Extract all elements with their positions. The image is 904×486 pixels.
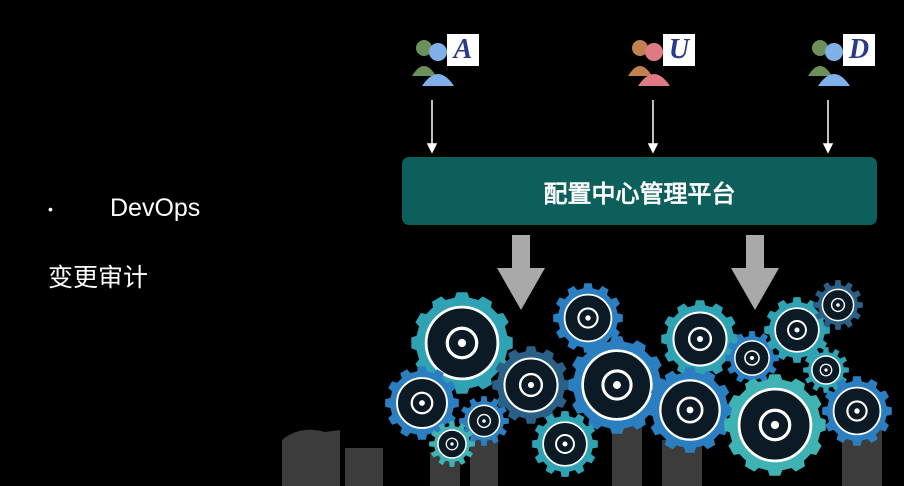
user-a: A bbox=[410, 34, 486, 86]
bullet-dot: • bbox=[48, 200, 53, 217]
bullet-text: DevOps bbox=[110, 194, 201, 222]
arrow-head-u bbox=[647, 143, 659, 154]
user-letter: A bbox=[447, 34, 479, 66]
users-icon bbox=[808, 40, 850, 86]
gear-pencil-icon bbox=[532, 411, 598, 477]
gear-clipboard-icon bbox=[492, 346, 570, 424]
arrow-head-a bbox=[426, 143, 438, 154]
gear-puzzle-icon bbox=[803, 347, 849, 393]
users-icon bbox=[628, 40, 670, 86]
gear-target-icon bbox=[568, 336, 666, 434]
gear-calendar-icon bbox=[661, 300, 739, 378]
user-d: D bbox=[806, 34, 882, 86]
gear-lightbulb-icon bbox=[411, 292, 513, 394]
gear-handshake-icon bbox=[724, 374, 826, 476]
arrow-head-d bbox=[822, 143, 834, 154]
config-platform-box: 配置中心管理平台 bbox=[402, 157, 877, 225]
down-arrow-right bbox=[731, 235, 779, 310]
users-icon bbox=[412, 40, 454, 86]
user-letter: U bbox=[663, 34, 695, 66]
gear-bar-chart-icon bbox=[553, 283, 623, 353]
user-u: U bbox=[626, 34, 702, 86]
down-arrow-left bbox=[497, 235, 545, 310]
user-letter: D bbox=[843, 34, 875, 66]
subtext: 变更审计 bbox=[48, 264, 149, 292]
bullet-item: • DevOps bbox=[48, 194, 200, 223]
gear-monitor-icon bbox=[813, 280, 863, 330]
gear-megaphone-icon bbox=[822, 376, 892, 446]
gear-money-icon bbox=[647, 367, 733, 453]
gear-info-icon bbox=[429, 421, 475, 467]
gear-pie-chart-icon bbox=[725, 331, 779, 385]
gear-team-icon bbox=[385, 366, 459, 440]
gear-trophy-icon bbox=[764, 297, 830, 363]
